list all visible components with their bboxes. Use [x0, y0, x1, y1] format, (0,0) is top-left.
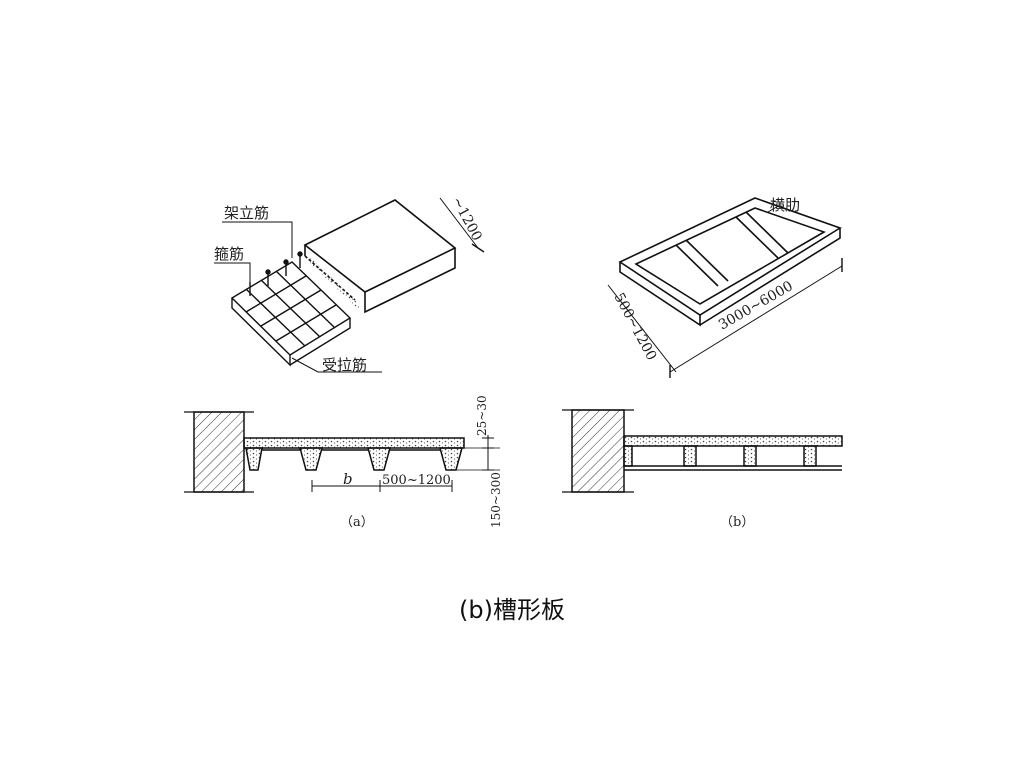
dim-rib-height: 150~300 [489, 472, 503, 528]
isometric-slab-b [607, 197, 843, 378]
section-b [562, 409, 843, 493]
isometric-slab-a [214, 197, 485, 373]
dim-top-cover: 25~30 [475, 395, 489, 436]
label-tension-bar: 受拉筋 [322, 356, 367, 374]
label-transverse-rib: 横肋 [770, 196, 800, 214]
label-stirrup: 箍筋 [214, 245, 244, 263]
label-erection-bar: 架立筋 [224, 204, 269, 222]
dim-width-right: 500~1200 [610, 290, 659, 363]
dim-width-top-left: ~1200 [448, 194, 484, 243]
figure-caption: (b)槽形板 [459, 596, 565, 624]
dim-b: b [343, 470, 353, 488]
sublabel-a: （a） [340, 515, 374, 530]
sublabel-b: （b） [720, 515, 754, 530]
section-a [184, 411, 500, 493]
dim-spacing: 500~1200 [382, 473, 451, 488]
